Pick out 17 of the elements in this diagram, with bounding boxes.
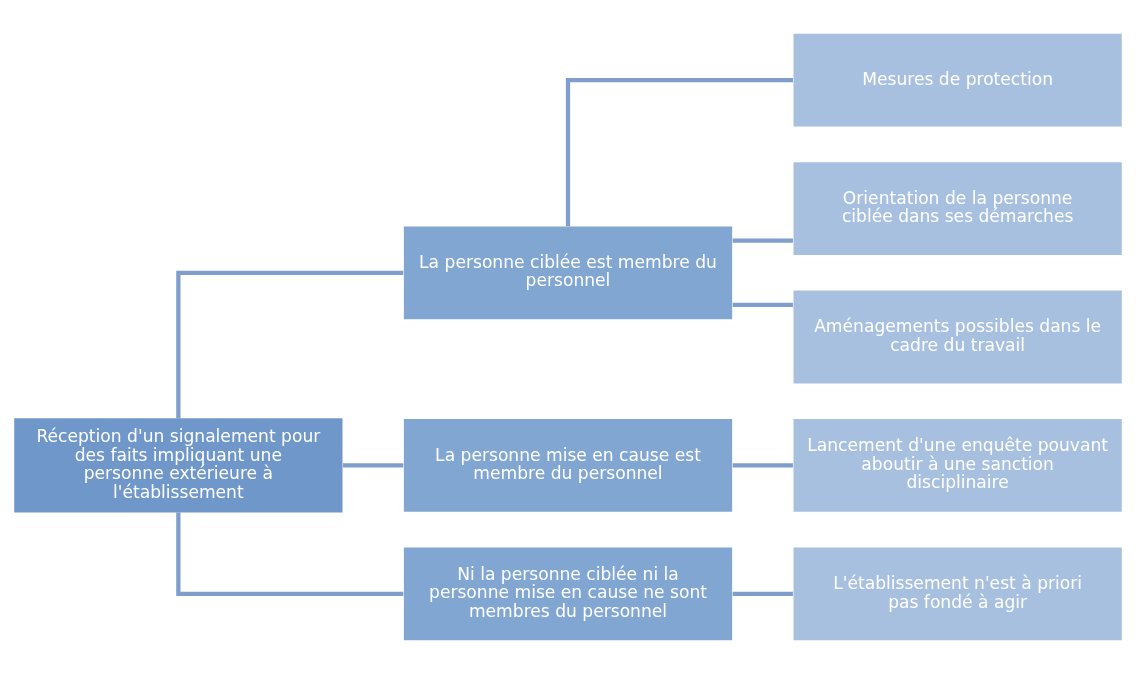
connector — [732, 302, 793, 307]
node-box: La personne mise en cause est membre du personnel — [403, 418, 733, 512]
node-box: Mesures de protection — [793, 33, 1122, 126]
node-box: Ni la personne ciblée ni la personne mise en cause ne sont membres du personnel — [403, 547, 733, 640]
connector — [565, 77, 793, 226]
node-box: La personne ciblée est membre du personnel — [403, 225, 733, 319]
connector — [732, 462, 793, 468]
connector — [732, 238, 793, 243]
node-box: Orientation de la personne ciblée dans ses démarches — [793, 161, 1122, 255]
connector — [176, 512, 404, 596]
node-box: L'établissement n'est à priori pas fondé à agir — [793, 547, 1122, 640]
node-box: Réception d'un signalement pour des faits impliquant une personne extérieure à l'établissement — [14, 417, 343, 513]
node-box: Aménagements possibles dans le cadre du travail — [793, 290, 1122, 383]
connector — [343, 462, 404, 468]
connector — [176, 270, 404, 418]
connector — [732, 591, 793, 596]
node-box: Lancement d'une enquête pouvant aboutir à une sanction disciplinaire — [793, 418, 1122, 512]
